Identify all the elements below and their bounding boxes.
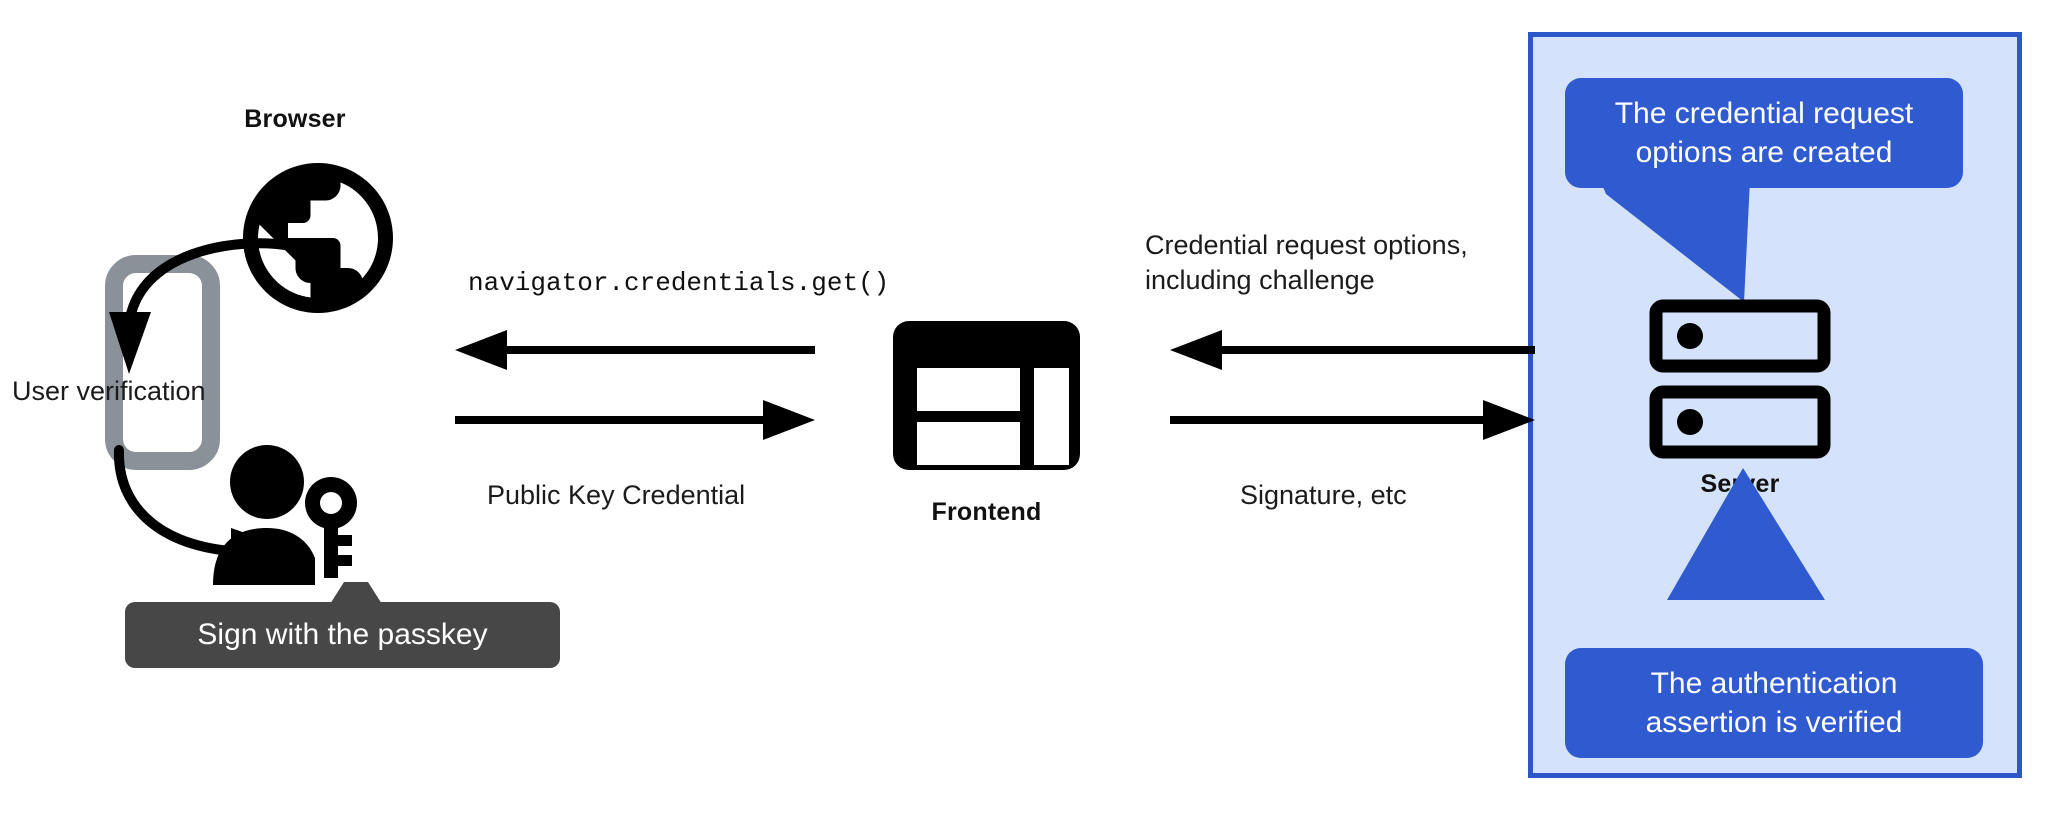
person-with-key-icon (213, 445, 357, 585)
passkey-tooltip-text: Sign with the passkey (197, 618, 488, 651)
callout-top-tail-icon (1600, 180, 1750, 302)
frontend-label: Frontend (931, 498, 1042, 526)
arrow-browser-to-frontend-icon (455, 400, 815, 440)
arrow-frontend-to-server-icon (1170, 400, 1535, 440)
callout-top-line1: The credential request (1614, 97, 1914, 130)
passkey-tooltip: Sign with the passkey (125, 602, 560, 668)
arrow-browser-to-phone-icon (109, 238, 296, 374)
callout-bottom-tail-icon (1667, 468, 1825, 600)
globe-icon (243, 163, 393, 313)
callout-bottom-line1: The authentication (1650, 667, 1898, 700)
flow-label-line1: Credential request options, (1145, 230, 1468, 260)
flow-label-navigator-get: navigator.credentials.get() (468, 268, 890, 298)
callout-top-line2: options are created (1635, 136, 1893, 169)
flow-label-public-key-credential: Public Key Credential (487, 480, 746, 510)
flow-label-signature-etc: Signature, etc (1240, 480, 1407, 510)
user-verification-label: User verification (12, 376, 206, 406)
callout-bottom-line2: assertion is verified (1645, 706, 1903, 739)
web-layout-icon (893, 321, 1080, 470)
flow-label-credential-request-options: Credential request options, including ch… (1145, 228, 1565, 297)
browser-label: Browser (244, 105, 346, 133)
server-callout-bottom: The authentication assertion is verified (1565, 648, 1983, 758)
server-racks-icon (1649, 299, 1831, 459)
arrow-frontend-to-browser-icon (455, 330, 815, 370)
flow-label-line2: including challenge (1145, 264, 1375, 295)
arrow-server-to-frontend-icon (1170, 330, 1535, 370)
server-callout-top: The credential request options are creat… (1565, 78, 1963, 188)
